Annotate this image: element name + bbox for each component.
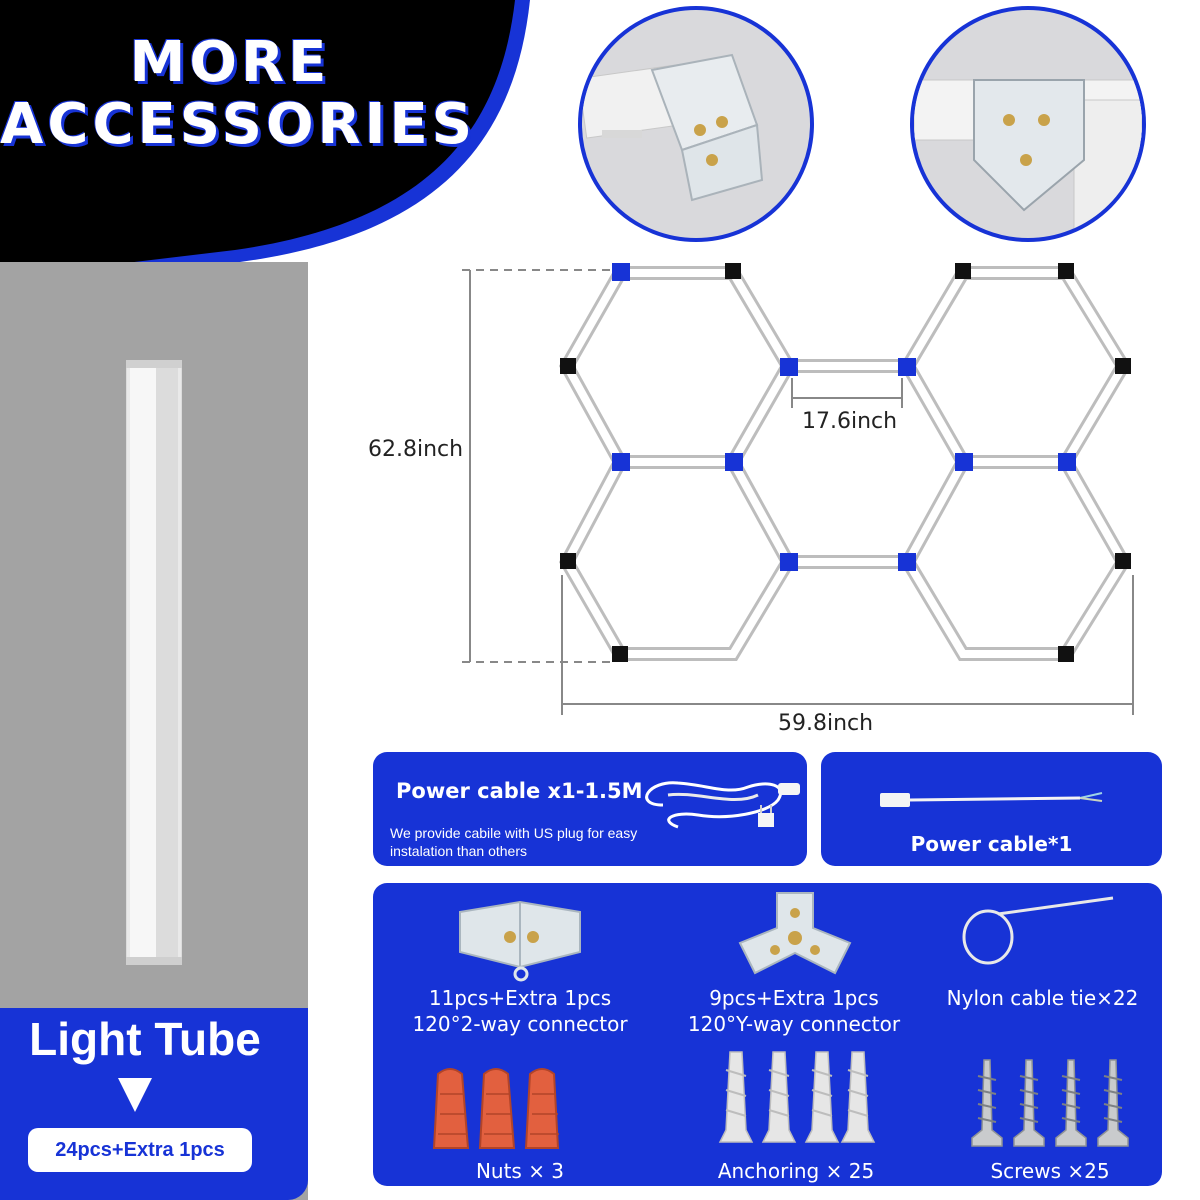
connector-2way-icon [459,900,581,982]
wire-nut-icon [432,1068,560,1149]
hexagon-layout-diagram [462,263,1134,715]
triangle-down-icon [118,1078,152,1112]
connector-photo-2way [578,6,814,242]
connector-2way-photo-icon [582,53,764,202]
power-cable-description: We provide cabile with US plug for easy … [390,825,638,859]
connector-2way-qty: 11pcs+Extra 1pcs [428,986,612,1010]
header-banner [0,0,530,290]
light-tube-count: 24pcs+Extra 1pcs [28,1128,252,1172]
cable-tie-icon [962,896,1114,965]
wall-anchor-icon [718,1051,876,1143]
connector-photo-corner [910,6,1146,242]
dimension-height-label: 62.8inch [368,437,464,462]
us-plug-icon [645,781,800,829]
connector-yway-name: 120°Y-way connector [687,1012,901,1036]
connector-2way-name: 120°2-way connector [412,1012,628,1036]
power-cable-title: Power cable x1-1.5M [396,779,643,803]
screw-icon [971,1059,1129,1147]
power-cable-secondary-title: Power cable*1 [910,832,1073,856]
header-title-line2: ACCESSORIES [0,92,477,157]
dimension-width-label: 59.8inch [778,711,874,736]
connector-yway-icon [738,892,852,975]
anchoring-label: Anchoring × 25 [717,1159,875,1183]
power-cable-secondary-card [821,752,1162,866]
nuts-label: Nuts × 3 [475,1159,565,1183]
connector-yway-qty: 9pcs+Extra 1pcs [709,986,879,1010]
cable-tie-label: Nylon cable tie×22 [946,986,1139,1010]
header-title-line1: MORE [129,30,331,95]
light-tube-image [126,360,182,965]
screws-label: Screws ×25 [990,1159,1110,1183]
power-cable-lead-icon [880,792,1103,807]
connector-corner-photo-icon [914,79,1142,238]
light-tube-label: Light Tube [29,1013,261,1065]
power-cable-card [373,752,807,866]
dimension-gap-label: 17.6inch [802,409,898,434]
